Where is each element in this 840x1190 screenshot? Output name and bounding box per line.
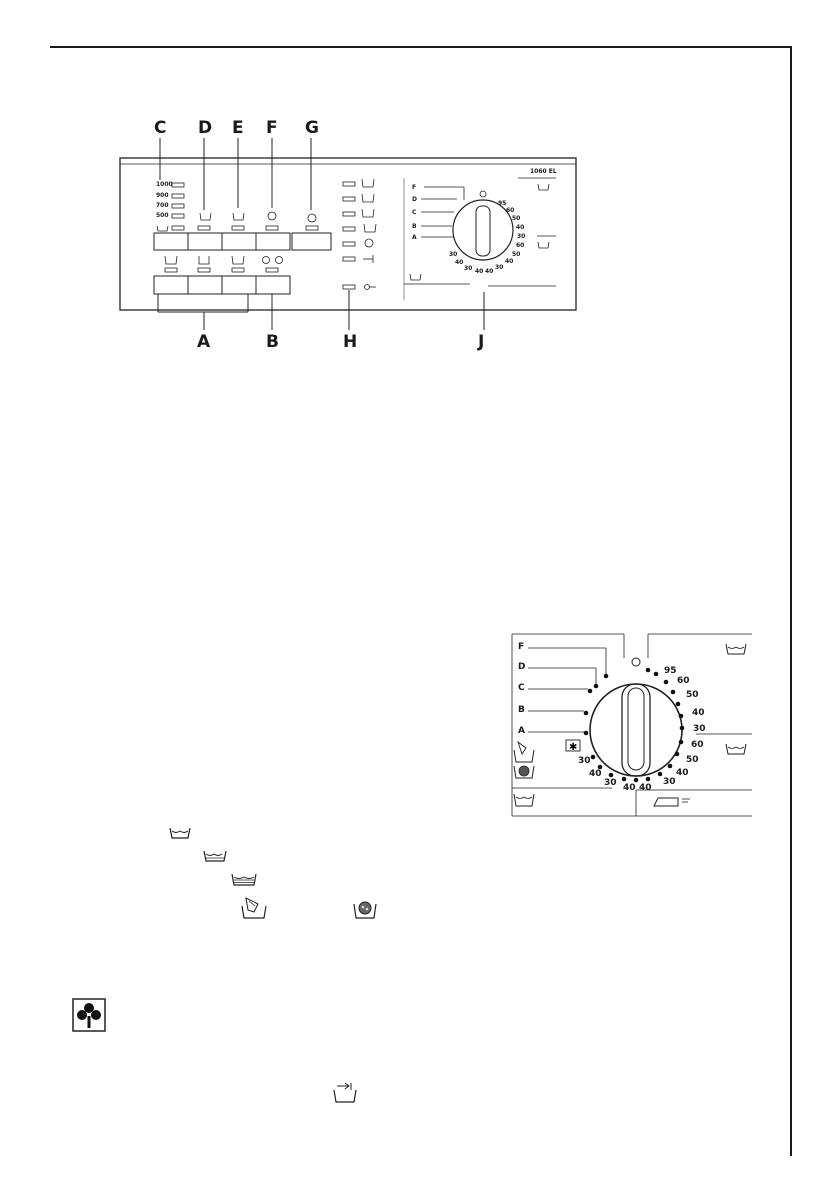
callout-j: J [478, 332, 485, 352]
dial-temp-30a: 30 [693, 724, 706, 734]
dial-letter-a: A [518, 726, 525, 736]
panel-temp-50a: 50 [512, 215, 521, 222]
model-label: 1060 EL [530, 168, 557, 175]
callout-f: F [266, 118, 278, 138]
dial-temp-30d: 30 [604, 778, 617, 788]
control-panel-diagram: C D E F G A B H J [0, 0, 840, 360]
dial-temp-40d: 40 [623, 783, 636, 793]
callout-b: B [266, 332, 279, 352]
dial-detail-drawing: ✱ [511, 633, 752, 817]
callout-d: D [198, 118, 213, 138]
panel-temp-30c: 30 [449, 251, 458, 258]
panel-temp-40e: 40 [485, 268, 494, 275]
panel-temp-30d: 30 [464, 265, 473, 272]
panel-temp-95: 95 [498, 200, 507, 207]
panel-outline [119, 157, 577, 311]
panel-temp-40d: 40 [475, 268, 484, 275]
hand-wash-icon [241, 897, 267, 919]
clover-icon [72, 998, 106, 1032]
dial-temp-60a: 60 [677, 676, 690, 686]
dial-temp-40e: 40 [639, 783, 652, 793]
panel-dial-letter-f: F [412, 184, 417, 191]
spin-speed-1000: 1000 [156, 181, 173, 188]
dial-temp-50b: 50 [686, 755, 699, 765]
panel-temp-40a: 40 [516, 224, 525, 231]
wool-icon [353, 901, 377, 919]
dial-temp-40b: 40 [676, 768, 689, 778]
panel-temp-40b: 40 [505, 258, 514, 265]
panel-temp-60b: 60 [516, 242, 525, 249]
callout-a: A [197, 332, 211, 352]
panel-temp-60a: 60 [506, 207, 515, 214]
dial-temp-50a: 50 [686, 690, 699, 700]
panel-dial-letter-d: D [412, 196, 417, 203]
right-rule [790, 46, 792, 1156]
panel-temp-30a: 30 [517, 233, 526, 240]
top-rule [50, 46, 790, 48]
panel-dial-letter-b: B [412, 223, 417, 230]
dial-temp-60b: 60 [691, 740, 704, 750]
svg-text:✱: ✱ [569, 742, 577, 753]
panel-dial-letter-c: C [412, 209, 417, 216]
callout-c: C [154, 118, 167, 138]
dial-temp-30b: 30 [663, 777, 676, 787]
dial-letter-c: C [518, 683, 525, 693]
dial-letter-f: F [518, 642, 525, 652]
dial-temp-95: 95 [664, 666, 677, 676]
spin-speed-900: 900 [156, 192, 169, 199]
dial-dots [583, 667, 685, 783]
dial-detail-diagram: ✱ F [500, 630, 760, 820]
spin-speed-700: 700 [156, 202, 169, 209]
panel-temp-40c: 40 [455, 259, 464, 266]
callout-e: E [232, 118, 244, 138]
dial-letter-d: D [518, 662, 526, 672]
rinse-hold-icon [333, 1082, 357, 1103]
dial-letter-b: B [518, 705, 525, 715]
panel-drawing [119, 138, 577, 330]
panel-temp-30b: 30 [495, 264, 504, 271]
panel-dial-letter-a: A [412, 234, 417, 241]
dial-temp-40a: 40 [692, 708, 705, 718]
wash-tub-icon [169, 827, 191, 839]
dial-temp-40c: 40 [589, 769, 602, 779]
wash-tub-icon [203, 850, 227, 862]
wash-tub-icon [231, 873, 257, 886]
callout-g: G [305, 118, 319, 138]
dial-temp-30c: 30 [578, 756, 591, 766]
callout-h: H [343, 332, 358, 352]
spin-speed-500: 500 [156, 212, 169, 219]
panel-temp-50b: 50 [512, 251, 521, 258]
